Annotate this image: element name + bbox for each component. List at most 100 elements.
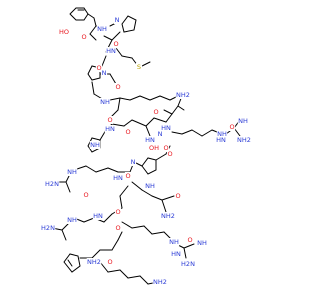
atom-label-background [186,236,194,244]
atom-label-text: NH2 [153,278,167,286]
atom-label-text: O [83,191,88,199]
bond [191,129,203,137]
atom-label-text: O [229,123,234,131]
atom-label-text: S [137,63,141,71]
bond [111,239,119,251]
atom-label-text: NH2 [87,258,101,266]
bond [145,125,151,137]
atom-label-text: O [107,258,112,266]
atom-label-background [105,47,117,55]
atom-label-n: H2N [40,224,56,232]
atom-label-n: NH [66,216,78,224]
bond [165,113,173,123]
bond [141,61,151,67]
bond [115,47,123,57]
atom-label-text: N [115,16,120,24]
atom-label-background [228,123,236,131]
atom-label-s: S [135,63,143,71]
atom-label-background [106,258,114,266]
atom-label-background [174,192,182,200]
atom-label-text: HN [216,136,226,144]
atom-label-text: O [125,172,130,180]
bond [119,269,129,279]
bond [177,105,185,111]
bond-layer [51,7,241,285]
atom-label-text: NH2 [161,212,175,220]
bond [103,213,113,223]
atom-label-background [170,250,182,258]
bond [141,157,157,175]
atom-label-text: O [115,224,120,232]
bond [121,15,137,33]
atom-label-o: O [82,191,90,199]
atom-label-o: O [174,192,182,200]
atom-label-text: O [115,83,120,91]
atom-label-o: O [152,108,160,116]
atom-label-background [144,182,156,190]
atom-label-o: O [186,236,194,244]
bond [131,225,145,229]
atom-label-text: NH2 [237,136,251,144]
atom-label-background [40,224,56,232]
atom-label-n: NH2 [175,91,191,99]
atom-label-o: O [114,208,122,216]
bond [67,259,73,267]
atom-label-background [166,150,174,158]
atom-label-text: NH [67,216,77,224]
bond [89,33,97,41]
atom-label-o: O [228,123,236,131]
atom-label-text: NH [97,25,107,33]
bond [155,153,167,161]
bond [149,95,161,101]
atom-label-o: O [114,224,122,232]
bond [131,119,147,127]
atom-label-background [236,136,252,144]
atom-label-o: O [80,33,88,41]
bond [121,221,133,229]
atom-label-background [112,174,124,182]
atom-label-text: NH [100,98,110,106]
bond [123,119,133,127]
atom-label-text: O [96,64,101,72]
atom-label-background [99,98,111,106]
atom-label-background [86,258,102,266]
bond [145,117,155,127]
atom-label-n: NH [196,239,208,247]
atom-label-background [92,212,104,220]
molecule-structure: HOONHNOHNSONONHNH2OHNOHNNHOHNNOHONHOHNNH… [40,7,252,286]
atom-label-text: HN [161,124,171,132]
atom-label-background [216,130,228,138]
atom-label-o: OH [148,144,160,152]
bond [201,129,213,137]
atom-label-background [66,168,78,176]
atom-label-n: HN [160,124,172,132]
bond [99,261,109,273]
atom-label-n: HN [144,136,156,144]
bond [129,95,141,101]
atom-label-background [180,260,196,268]
atom-label-n: N [156,130,164,138]
atom-label-text: HN [105,125,115,133]
atom-label-background [162,144,170,152]
atom-label-n: NH2 [86,258,102,266]
atom-label-text: HN [93,212,103,220]
bond [121,55,133,59]
atom-label-n: NH [96,25,108,33]
bond [183,247,187,259]
bond [153,117,167,123]
bond [111,31,121,41]
atom-label-text: N [158,130,163,138]
atom-label-o: O [106,116,114,124]
atom-label-background [66,216,78,224]
bond [127,275,141,279]
atom-label-background [113,16,121,24]
atom-label-n: HN [112,174,124,182]
atom-label-text: O [81,33,86,41]
atom-label-background [215,136,227,144]
atom-label-background [82,191,90,199]
atom-label-text: O [113,40,118,48]
atom-label-o: O [124,128,132,136]
atom-label-background [100,69,108,77]
bond [109,73,117,85]
